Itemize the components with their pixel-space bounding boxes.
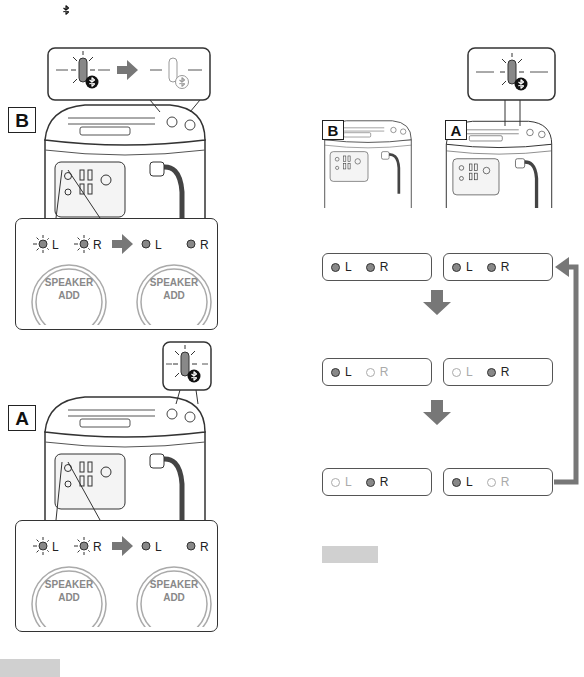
speaker-add-button: SPEAKER ADD [31,565,107,627]
led-dot [331,478,340,487]
button-label: SPEAKER ADD [38,276,100,325]
leader-line [56,170,100,218]
button-ring [32,265,106,325]
button-ring [36,571,102,627]
led-dot [331,368,340,377]
unit-letter-box: B [8,107,36,133]
channel-label: L [52,237,59,253]
channel-label: R [501,259,510,275]
indicator-callout: SPEAKER ADD SPEAKER ADD L R L R [15,218,218,330]
bluetooth-callout [468,48,555,126]
unit-letter: A [451,123,462,138]
indicator-cell: L [331,259,352,275]
led-dot [331,263,340,272]
button-ring [137,567,211,627]
button-label: SPEAKER ADD [143,578,205,627]
channel-indicator-box: LR [322,358,432,386]
channel-indicator-box: LR [322,468,432,496]
button-ring [141,571,207,627]
channel-label: R [380,364,389,380]
button-label: SPEAKER ADD [38,578,100,627]
indicator-cell: R [487,474,510,490]
channel-label: R [93,237,102,253]
led-dot [487,368,496,377]
indicator-cell: L [452,259,473,275]
indicator-cell: L [331,474,352,490]
indicator-cell: L [331,364,352,380]
channel-label: L [155,539,162,555]
channel-label: L [466,474,473,490]
unit-letter: A [15,409,29,428]
led-dot [452,478,461,487]
indicator-cell: R [366,364,389,380]
led-dot [452,368,461,377]
led-dot [366,478,375,487]
indicator-cell: R [366,259,389,275]
channel-label: R [380,259,389,275]
channel-label: R [200,237,209,253]
down-arrow [423,290,451,315]
button-ring [36,269,102,325]
channel-label: L [155,237,162,253]
unit-letter: B [15,111,29,130]
led-dot [487,263,496,272]
led-dot [452,263,461,272]
bluetooth-icon [64,6,69,14]
unit-letter-box: B [322,120,344,140]
button-ring [32,567,106,627]
button-label: SPEAKER ADD [143,276,205,325]
channel-indicator-box: LR [443,358,553,386]
loop-arrow [554,257,576,482]
channel-label: R [200,539,209,555]
down-arrow [423,400,451,425]
led-dot [487,478,496,487]
unit-letter-box: A [8,405,36,431]
channel-label: L [345,364,352,380]
led-indicators [33,536,195,556]
speaker-add-button: SPEAKER ADD [31,263,107,325]
button-ring [141,269,207,325]
channel-label: R [93,539,102,555]
channel-label: R [501,364,510,380]
channel-indicator-box: LR [443,468,553,496]
channel-label: L [466,259,473,275]
speaker-unit [325,121,412,227]
indicator-cell: L [452,364,473,380]
channel-label: L [466,364,473,380]
speaker-add-button: SPEAKER ADD [136,263,212,325]
note-bar [322,546,378,563]
speaker-add-button: SPEAKER ADD [136,565,212,627]
unit-letter: B [328,123,339,138]
speaker-unit [446,121,551,249]
bluetooth-callout [48,48,210,112]
indicator-cell: R [487,259,510,275]
indicator-callout: SPEAKER ADD SPEAKER ADD L R L R [15,520,218,632]
channel-label: L [52,539,59,555]
led-dot [366,263,375,272]
bluetooth-callout [163,342,211,404]
indicator-cell: R [366,474,389,490]
indicator-cell: L [452,474,473,490]
led-indicators [33,234,195,254]
unit-letter-box: A [445,120,467,140]
note-bar [0,659,60,677]
channel-indicator-box: LR [443,253,553,281]
channel-label: R [380,474,389,490]
led-dot [366,368,375,377]
channel-label: R [501,474,510,490]
channel-label: L [345,474,352,490]
channel-indicator-box: LR [322,253,432,281]
indicator-cell: R [487,364,510,380]
leader-line [56,462,100,520]
button-ring [137,265,211,325]
channel-label: L [345,259,352,275]
